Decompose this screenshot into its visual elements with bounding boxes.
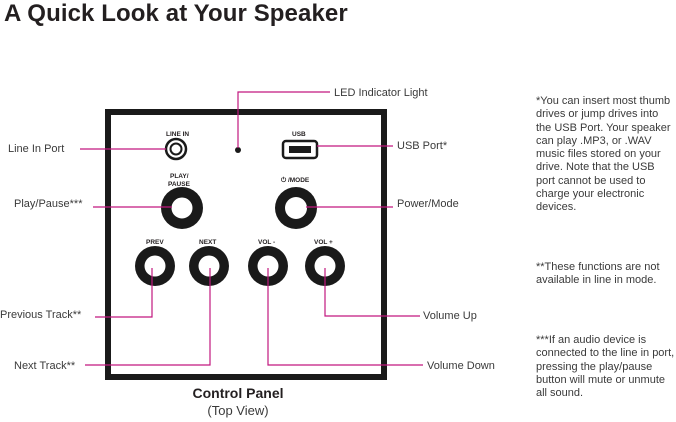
- power-mode-button: [275, 187, 317, 229]
- leader-next: [85, 268, 211, 366]
- callout-usb: USB Port*: [397, 140, 448, 152]
- leader-lines: [80, 91, 423, 366]
- control-panel-outline: [105, 109, 387, 380]
- callout-power-mode: Power/Mode: [397, 198, 459, 210]
- vol-down-label: VOL -: [258, 239, 275, 246]
- callout-previous: Previous Track**: [0, 309, 82, 321]
- vol-down-button: [248, 246, 288, 286]
- led-indicator: [235, 147, 241, 153]
- note-line-in-mode: **These functions are not available in l…: [536, 261, 660, 287]
- prev-label: PREV: [146, 239, 164, 246]
- callout-volume-up: Volume Up: [423, 310, 477, 322]
- next-button: [189, 246, 229, 286]
- callout-line-in: Line In Port: [8, 143, 64, 155]
- leader-led: [237, 91, 330, 148]
- control-panel-caption: Control Panel: [192, 385, 284, 401]
- callout-volume-down: Volume Down: [427, 360, 495, 372]
- line-in-label: LINE IN: [166, 131, 189, 138]
- leader-prev: [95, 268, 153, 318]
- page-title: A Quick Look at Your Speaker: [4, 0, 348, 27]
- usb-port: [281, 139, 319, 160]
- vol-up-label: VOL +: [314, 239, 333, 246]
- callout-next: Next Track**: [14, 360, 76, 372]
- play-label-line1: PLAY/: [170, 173, 189, 180]
- leader-vol-up: [324, 268, 420, 317]
- note-audio-device: ***If an audio device is connected to th…: [536, 334, 675, 400]
- leader-vol-down: [267, 268, 423, 366]
- mode-label: ⏻ /MODE: [281, 176, 310, 184]
- play-pause-button: [161, 187, 203, 229]
- callout-play-pause: Play/Pause***: [14, 198, 83, 210]
- vol-up-button: [305, 246, 345, 286]
- usb-label: USB: [292, 131, 306, 138]
- next-label: NEXT: [199, 239, 216, 246]
- callout-led: LED Indicator Light: [334, 87, 428, 99]
- note-usb: *You can insert most thumb drives or jum…: [536, 95, 671, 214]
- play-label-line2: PAUSE: [168, 181, 191, 188]
- prev-button: [135, 246, 175, 286]
- control-panel-subcaption: (Top View): [207, 403, 269, 418]
- line-in-port: [164, 137, 188, 161]
